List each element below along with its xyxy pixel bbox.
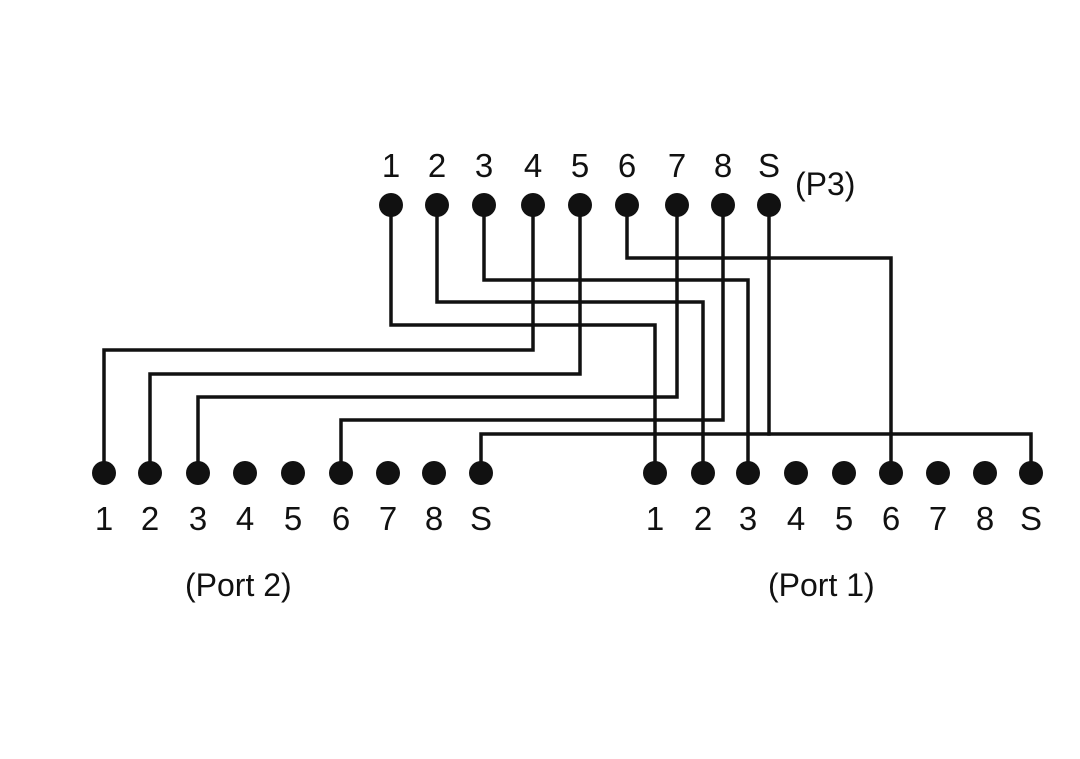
port2-pin-label-8: 8 xyxy=(425,500,443,537)
port2-pin-labels: 1 2 3 4 5 6 7 8 S xyxy=(95,500,492,537)
port2-pin-s xyxy=(469,461,493,485)
p3-pin-label-4: 4 xyxy=(524,147,542,184)
wire-p3-6-to-port1-6 xyxy=(625,203,893,475)
p3-pin-7 xyxy=(665,193,689,217)
port1-pins xyxy=(643,461,1043,485)
p3-pins xyxy=(379,193,781,217)
port1-pin-label-8: 8 xyxy=(976,500,994,537)
p3-pin-labels: 1 2 3 4 5 6 7 8 S xyxy=(382,147,780,184)
port1-pin-5 xyxy=(832,461,856,485)
wire-p3-1-to-port1-1 xyxy=(389,203,657,475)
port1-label: (Port 1) xyxy=(768,567,875,603)
port2-pin-1 xyxy=(92,461,116,485)
port1-pin-label-s: S xyxy=(1020,500,1042,537)
port2-pin-label-2: 2 xyxy=(141,500,159,537)
port2-pins xyxy=(92,461,493,485)
port2-pin-5 xyxy=(281,461,305,485)
port2-pin-label-4: 4 xyxy=(236,500,254,537)
p3-pin-8 xyxy=(711,193,735,217)
p3-pin-5 xyxy=(568,193,592,217)
wire-p3-8-to-port2-6 xyxy=(339,203,725,475)
p3-pin-label-3: 3 xyxy=(475,147,493,184)
port1-pin-2 xyxy=(691,461,715,485)
port2-pin-label-1: 1 xyxy=(95,500,113,537)
p3-pin-3 xyxy=(472,193,496,217)
port2-pin-6 xyxy=(329,461,353,485)
p3-pin-label-2: 2 xyxy=(428,147,446,184)
port1-pin-label-3: 3 xyxy=(739,500,757,537)
p3-pin-label-s: S xyxy=(758,147,780,184)
port1-pin-s xyxy=(1019,461,1043,485)
p3-pin-2 xyxy=(425,193,449,217)
port1-pin-4 xyxy=(784,461,808,485)
port2-pin-label-6: 6 xyxy=(332,500,350,537)
port2-pin-7 xyxy=(376,461,400,485)
p3-pin-4 xyxy=(521,193,545,217)
port1-pin-labels: 1 2 3 4 5 6 7 8 S xyxy=(646,500,1042,537)
port2-pin-2 xyxy=(138,461,162,485)
port1-pin-label-5: 5 xyxy=(835,500,853,537)
wire-p3-5-to-port2-2 xyxy=(148,203,582,475)
port2-pin-8 xyxy=(422,461,446,485)
port2-pin-label-3: 3 xyxy=(189,500,207,537)
wire-shield-bus xyxy=(479,432,1033,475)
p3-pin-label-6: 6 xyxy=(618,147,636,184)
port1-pin-6 xyxy=(879,461,903,485)
connector-port1: 1 2 3 4 5 6 7 8 S (Port 1) xyxy=(643,461,1043,603)
wires xyxy=(102,203,1033,475)
p3-pin-label-1: 1 xyxy=(382,147,400,184)
port1-pin-label-2: 2 xyxy=(694,500,712,537)
port2-pin-3 xyxy=(186,461,210,485)
port2-pin-label-5: 5 xyxy=(284,500,302,537)
port1-pin-8 xyxy=(973,461,997,485)
p3-pin-6 xyxy=(615,193,639,217)
wire-p3-2-to-port1-2 xyxy=(435,203,705,475)
connector-p3: 1 2 3 4 5 6 7 8 S (P3) xyxy=(379,147,855,217)
wire-p3-7-to-port2-3 xyxy=(196,203,679,475)
port1-pin-1 xyxy=(643,461,667,485)
p3-pin-label-7: 7 xyxy=(668,147,686,184)
port2-pin-label-s: S xyxy=(470,500,492,537)
p3-label: (P3) xyxy=(795,166,855,202)
port2-pin-4 xyxy=(233,461,257,485)
port1-pin-label-6: 6 xyxy=(882,500,900,537)
port1-pin-7 xyxy=(926,461,950,485)
port2-pin-label-7: 7 xyxy=(379,500,397,537)
port1-pin-label-7: 7 xyxy=(929,500,947,537)
p3-pin-1 xyxy=(379,193,403,217)
wire-p3-4-to-port2-1 xyxy=(102,203,535,475)
port2-label: (Port 2) xyxy=(185,567,292,603)
port1-pin-label-1: 1 xyxy=(646,500,664,537)
connector-port2: 1 2 3 4 5 6 7 8 S (Port 2) xyxy=(92,461,493,603)
wire-p3-3-to-port1-3 xyxy=(482,203,750,475)
port1-pin-3 xyxy=(736,461,760,485)
p3-pin-label-5: 5 xyxy=(571,147,589,184)
p3-pin-label-8: 8 xyxy=(714,147,732,184)
port1-pin-label-4: 4 xyxy=(787,500,805,537)
p3-pin-s xyxy=(757,193,781,217)
